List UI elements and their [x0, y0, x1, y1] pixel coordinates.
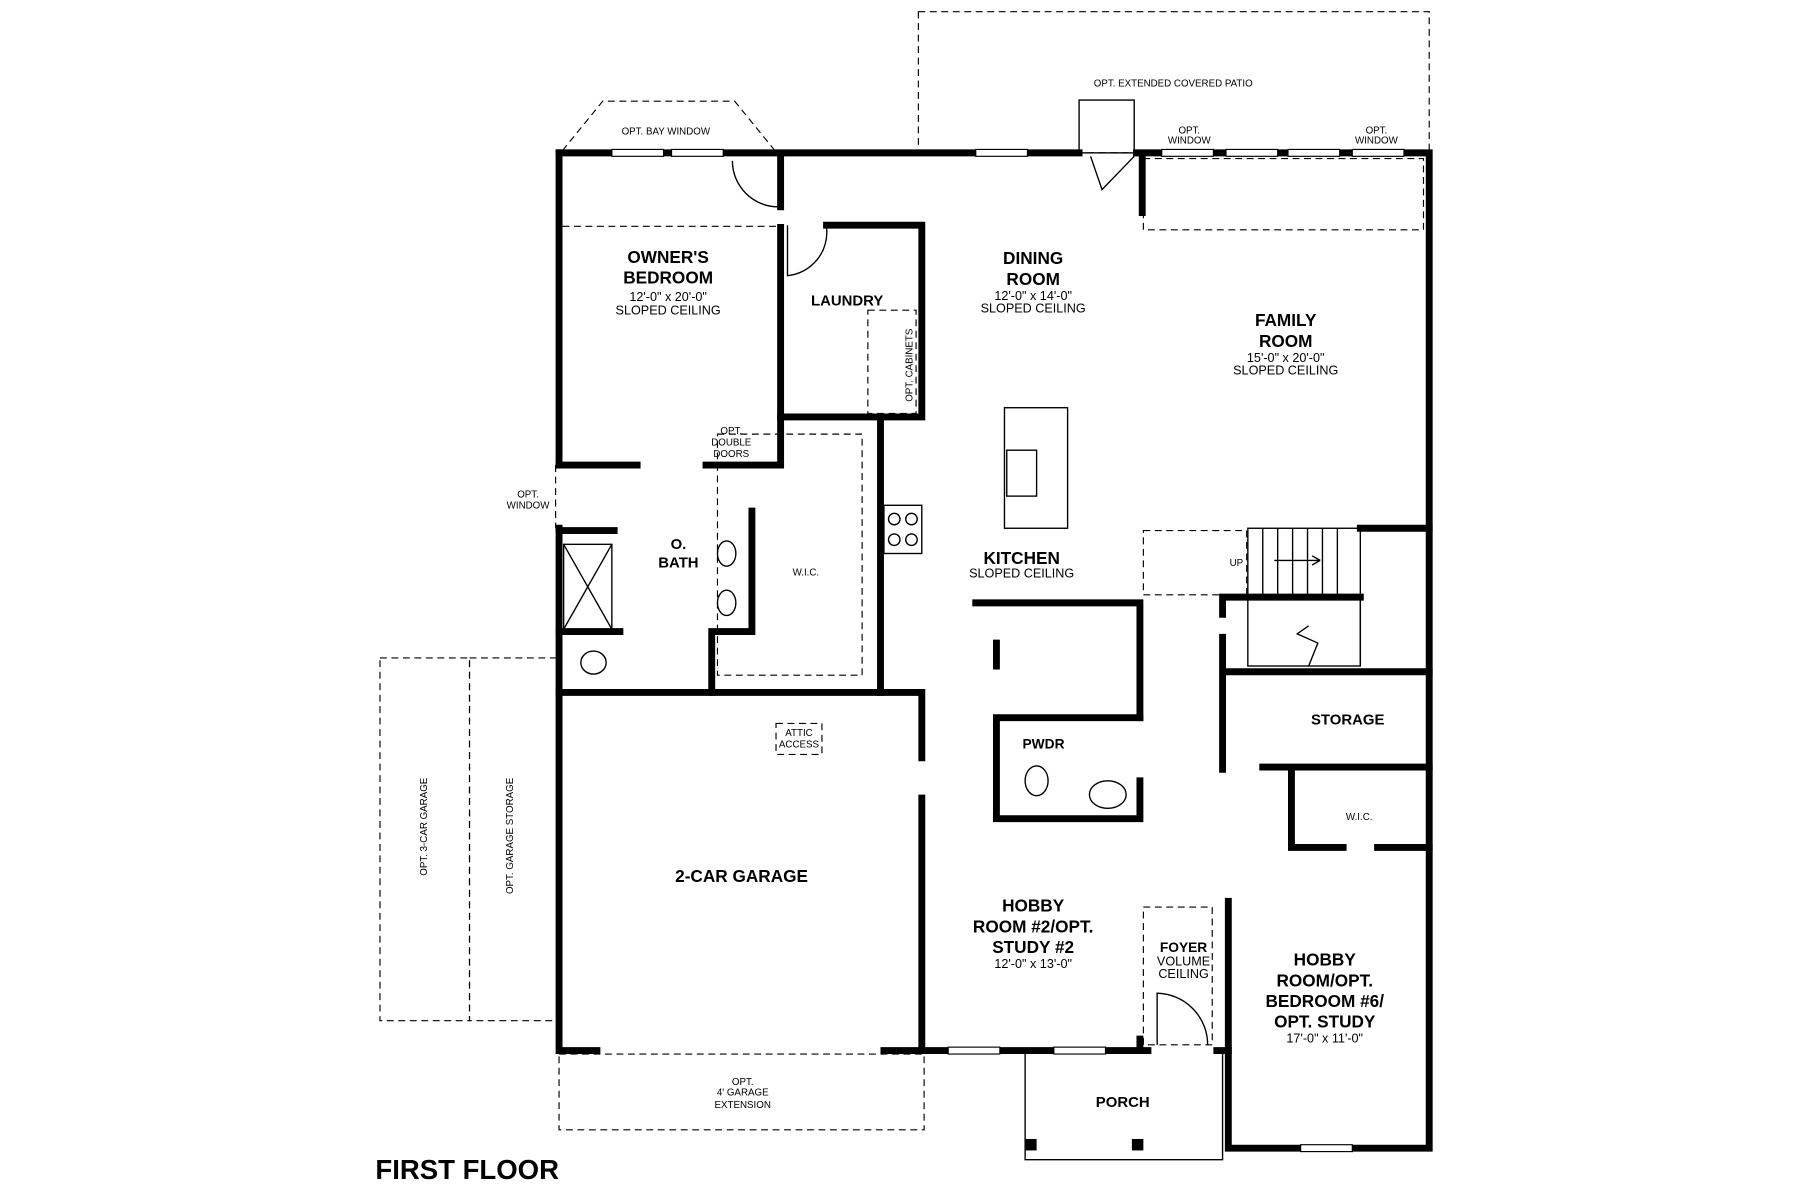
- opt-window-label: WINDOW: [1168, 136, 1212, 147]
- opt-garage-extension-outline: [558, 1053, 925, 1131]
- opt-garage-storage-label: OPT. GARAGE STORAGE: [505, 777, 516, 894]
- pwdr-sink: [1088, 780, 1127, 810]
- room-note: VOLUME: [1157, 955, 1210, 969]
- opt-patio-label: OPT. EXTENDED COVERED PATIO: [1094, 78, 1253, 89]
- room-name: 2-CAR GARAGE: [675, 866, 808, 886]
- room-name: ROOM: [1006, 269, 1060, 289]
- attic-access-outline: [775, 722, 823, 755]
- opt-window-label: OPT.: [1178, 125, 1200, 136]
- kitchen-island: [1003, 407, 1069, 529]
- opt-garage-ext-label: EXTENSION: [715, 1100, 771, 1111]
- patio-door: [1078, 99, 1135, 154]
- stairs-up-label: UP: [1230, 558, 1244, 569]
- room-name: LAUNDRY: [811, 293, 883, 310]
- room-dims: 17'-0" x 11'-0": [1286, 1032, 1363, 1046]
- porch-outline: [1024, 1054, 1224, 1161]
- opt-double-doors-label: DOORS: [713, 449, 749, 460]
- attic-access-label: ACCESS: [779, 740, 820, 751]
- opt-3car-label: OPT. 3-CAR GARAGE: [419, 777, 430, 876]
- room-note: SLOPED CEILING: [969, 567, 1074, 581]
- windows: [611, 148, 1405, 1153]
- room-name: ROOM: [1259, 331, 1313, 351]
- room-name: ROOM/OPT.: [1276, 970, 1373, 990]
- room-name: BATH: [658, 554, 698, 571]
- vanity-sink: [716, 540, 737, 567]
- room-name: HOBBY: [1002, 896, 1065, 916]
- wic-inner: [716, 433, 863, 676]
- room-dims: 12'-0" x 13'-0": [994, 957, 1072, 971]
- room-name: W.I.C.: [793, 567, 820, 578]
- room-note: SLOPED CEILING: [616, 304, 721, 318]
- room-name: FOYER: [1160, 940, 1207, 955]
- room-labels: OWNER'S BEDROOM 12'-0" x 20'-0" SLOPED C…: [616, 247, 1385, 1111]
- room-name: O.: [671, 536, 687, 553]
- room-note: CEILING: [1158, 967, 1208, 981]
- foyer-outline: [1142, 906, 1213, 1046]
- opt-window-label: WINDOW: [507, 501, 551, 512]
- room-name: OWNER'S: [627, 247, 709, 267]
- room-name: STUDY #2: [992, 937, 1074, 957]
- room-name: OPT. STUDY: [1274, 1012, 1376, 1032]
- opt-bay-window-label: OPT. BAY WINDOW: [622, 127, 711, 138]
- stair-landing-outline: [1142, 529, 1248, 596]
- porch-post: [1025, 1138, 1037, 1151]
- room-name: ROOM #2/OPT.: [973, 916, 1093, 936]
- cooktop: [883, 504, 923, 555]
- room-dims: 15'-0" x 20'-0": [1247, 351, 1325, 365]
- vanity-sink: [716, 589, 737, 617]
- porch-post: [1131, 1138, 1144, 1151]
- room-name: W.I.C.: [1346, 812, 1373, 823]
- kitchen-sink: [1006, 449, 1038, 497]
- attic-access-label: ATTIC: [785, 728, 812, 739]
- opt-bay-window-outline: [562, 100, 776, 151]
- toilet: [580, 650, 607, 675]
- opt-window-label: OPT.: [1366, 125, 1388, 136]
- opt-cabinets-label: OPT. CABINETS: [905, 328, 916, 402]
- opt-window-label: OPT.: [517, 489, 539, 500]
- room-name: DINING: [1003, 248, 1063, 268]
- fixtures: [562, 99, 1362, 1161]
- room-name: FAMILY: [1255, 310, 1317, 330]
- shower: [562, 543, 613, 630]
- room-name: BEDROOM #6/: [1265, 991, 1384, 1011]
- door-swing: [1089, 155, 1135, 191]
- opt-double-doors-label: OPT.: [720, 426, 742, 437]
- room-name: HOBBY: [1294, 950, 1357, 970]
- room-name: STORAGE: [1311, 712, 1384, 729]
- room-note: SLOPED CEILING: [981, 301, 1086, 315]
- option-labels: OPT. EXTENDED COVERED PATIO OPT. BAY WIN…: [419, 78, 1399, 1111]
- room-dims: 12'-0" x 14'-0": [994, 289, 1072, 303]
- room-note: SLOPED CEILING: [1233, 363, 1338, 377]
- optional-areas: [379, 11, 1430, 1131]
- opt-family-extension-outline: [1142, 158, 1425, 231]
- room-name: KITCHEN: [983, 548, 1059, 568]
- room-name: BEDROOM: [623, 268, 713, 288]
- opt-double-doors-label: DOUBLE: [711, 438, 752, 449]
- room-name: PORCH: [1096, 1094, 1150, 1111]
- room-name: PWDR: [1022, 737, 1064, 752]
- floor-title: FIRST FLOOR: [375, 1154, 559, 1185]
- toilet: [1024, 765, 1049, 797]
- opt-garage-ext-label: 4' GARAGE: [717, 1087, 769, 1098]
- opt-garage-ext-label: OPT.: [732, 1077, 754, 1088]
- room-dims: 12'-0" x 20'-0": [629, 290, 707, 304]
- opt-window-label: WINDOW: [1355, 136, 1399, 147]
